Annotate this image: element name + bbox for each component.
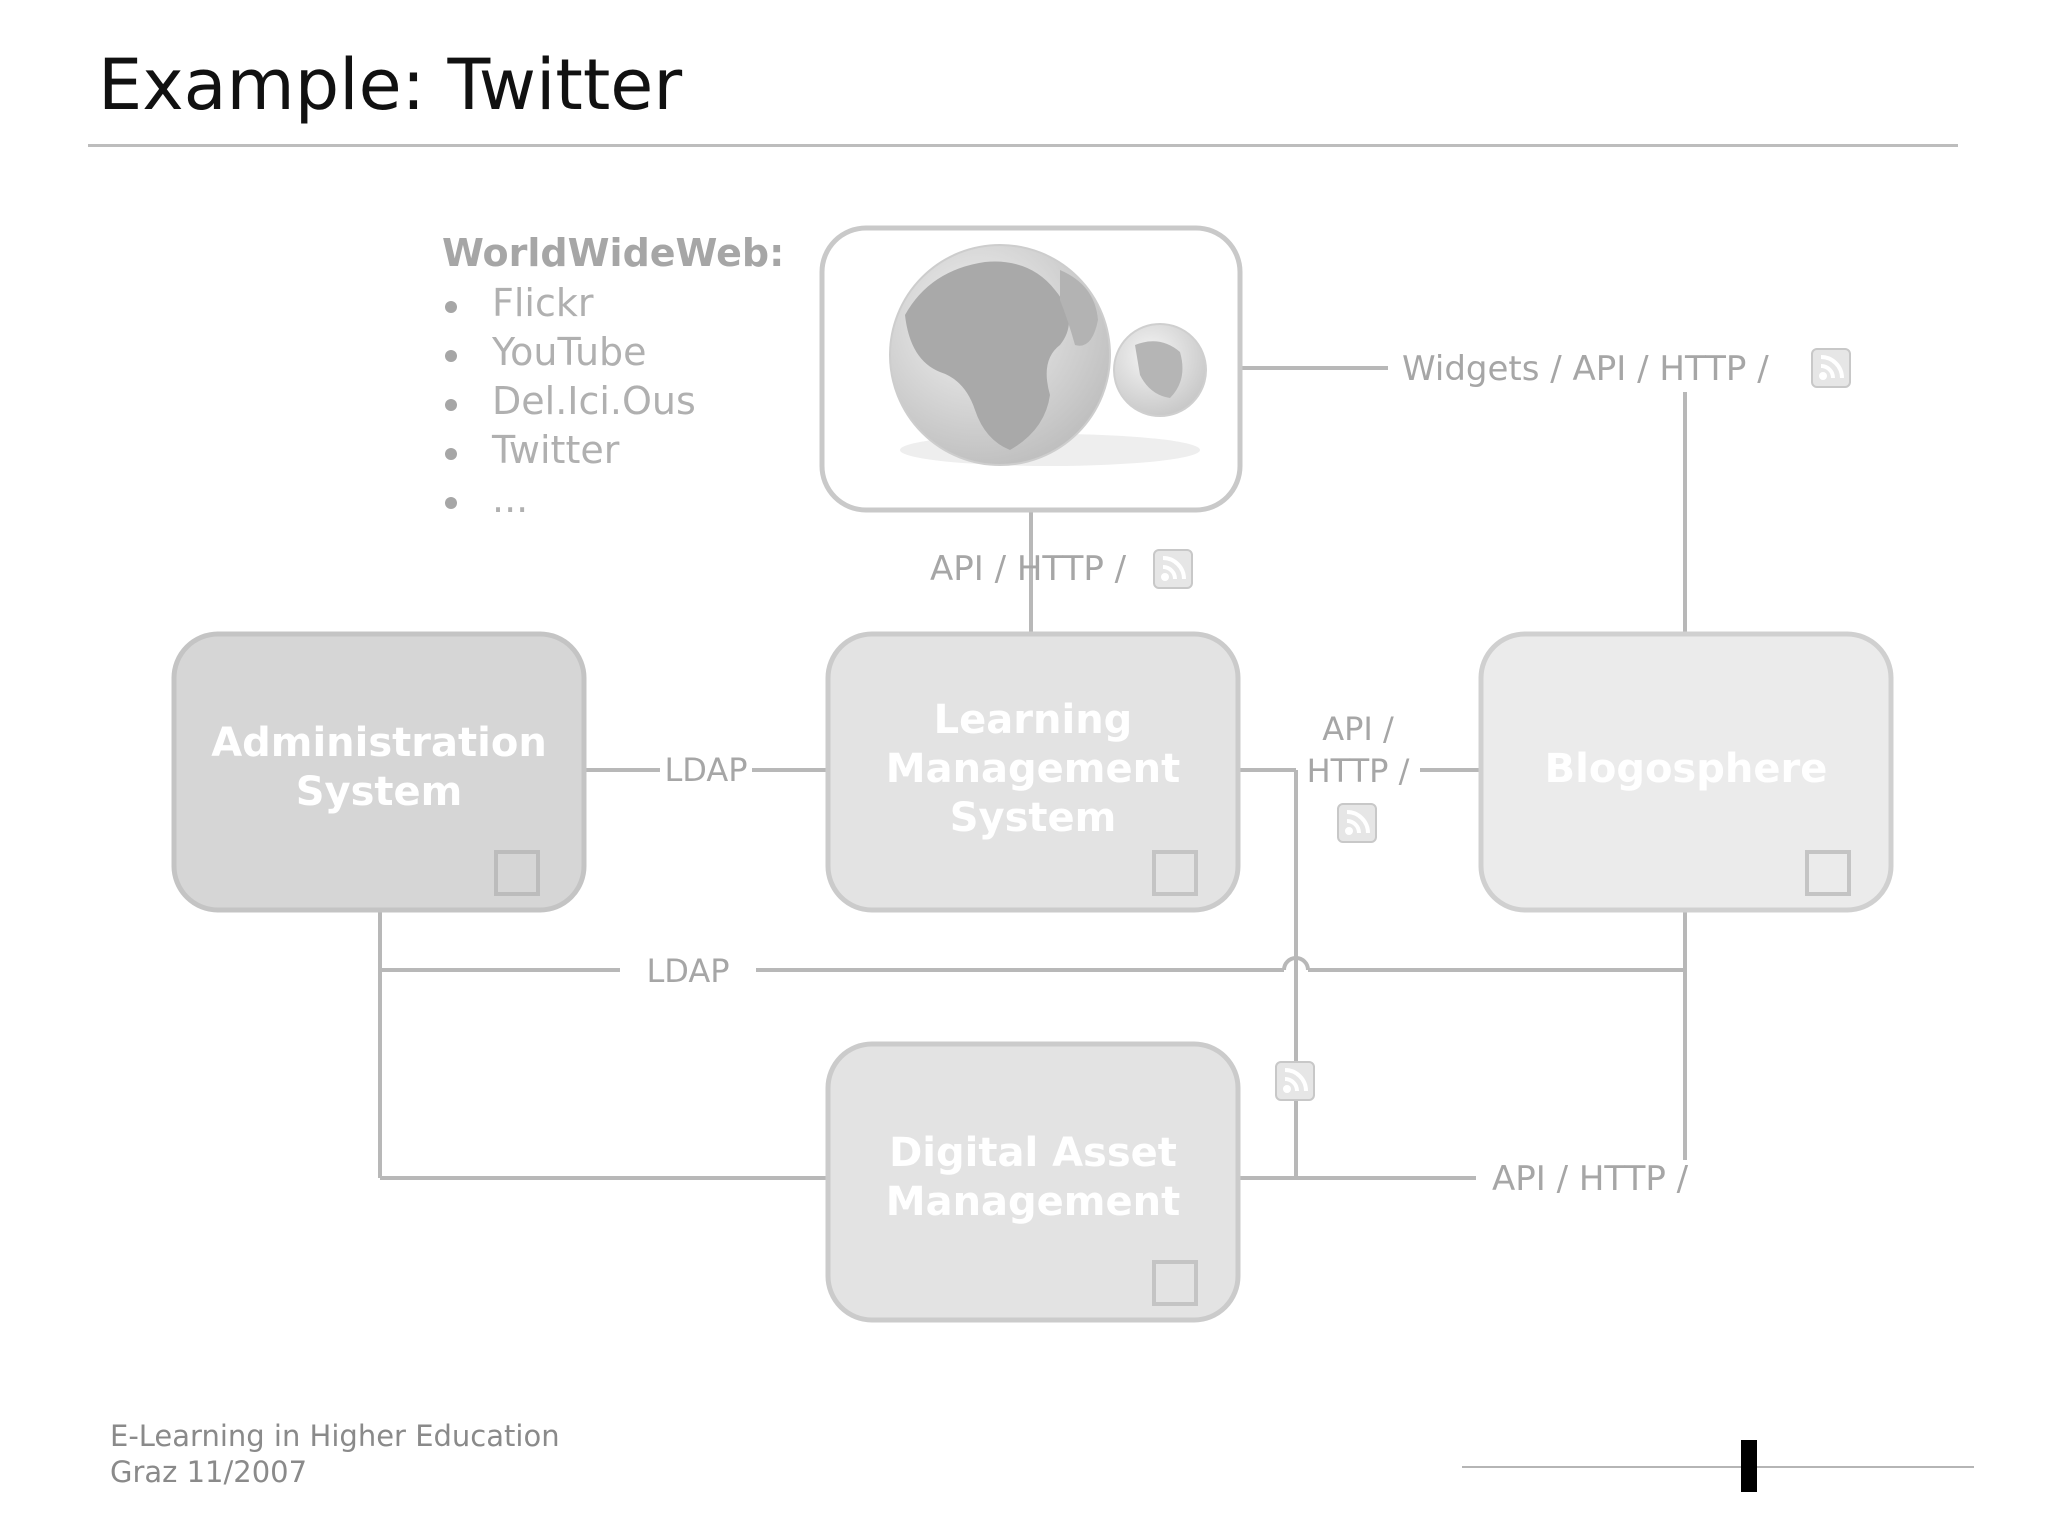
connector-label-admin-lms: LDAP [664, 751, 747, 789]
connector-labels: Widgets / API / HTTP / API / HTTP / LDAP… [646, 349, 1769, 1199]
node-label: Administration [211, 720, 547, 766]
rss-feed-icon [1152, 548, 1194, 590]
www-item: Del.Ici.Ous [492, 379, 696, 423]
connector-label-widgets: Widgets / API / HTTP / [1402, 349, 1769, 389]
square-marker-icon [1152, 1260, 1198, 1306]
www-heading: WorldWideWeb: [442, 231, 784, 275]
rss-feed-icon [1274, 1060, 1316, 1102]
node-label: Management [886, 746, 1180, 792]
www-item: ... [492, 477, 528, 521]
blogosphere-node: Blogosphere [1478, 631, 1894, 913]
connector-lines [378, 366, 1687, 1180]
node-label: System [950, 795, 1117, 841]
footer-date: Graz 11/2007 [110, 1455, 308, 1489]
lms-node: Learning Management System [825, 631, 1241, 913]
square-marker-icon [1805, 850, 1851, 896]
connector-label-lms-blog: API / [1322, 710, 1394, 748]
connector-label-www-lms: API / HTTP / [930, 549, 1127, 589]
title-divider [88, 144, 1958, 147]
digital-asset-management-node: Digital Asset Management [825, 1041, 1241, 1323]
rss-feed-icon [1810, 347, 1852, 389]
www-list: WorldWideWeb: Flickr YouTube Del.Ici.Ous… [442, 231, 784, 521]
www-item: Flickr [492, 281, 594, 325]
slide-progress-track [1462, 1466, 1974, 1468]
www-item: Twitter [491, 428, 620, 472]
www-item: YouTube [491, 330, 647, 374]
connector-label-ldap: LDAP [646, 952, 729, 990]
node-label: System [296, 769, 463, 815]
www-node [819, 225, 1243, 513]
square-marker-icon [1152, 850, 1198, 896]
node-label: Learning [934, 697, 1133, 743]
footer-course: E-Learning in Higher Education [110, 1419, 560, 1453]
footer: E-Learning in Higher Education Graz 11/2… [110, 1418, 560, 1490]
slide-progress-thumb[interactable] [1741, 1440, 1757, 1492]
admin-system-node: Administration System [171, 631, 587, 913]
square-marker-icon [494, 850, 540, 896]
globe-icon [889, 244, 1207, 466]
node-label: Digital Asset [889, 1130, 1177, 1176]
rss-feed-icon [1336, 802, 1378, 844]
slide-title: Example: Twitter [98, 44, 683, 126]
node-label: Blogosphere [1545, 746, 1828, 792]
connector-label-dam-api: API / HTTP / [1492, 1159, 1689, 1199]
connector-label-lms-blog: HTTP / [1307, 752, 1410, 790]
node-label: Management [886, 1179, 1180, 1225]
